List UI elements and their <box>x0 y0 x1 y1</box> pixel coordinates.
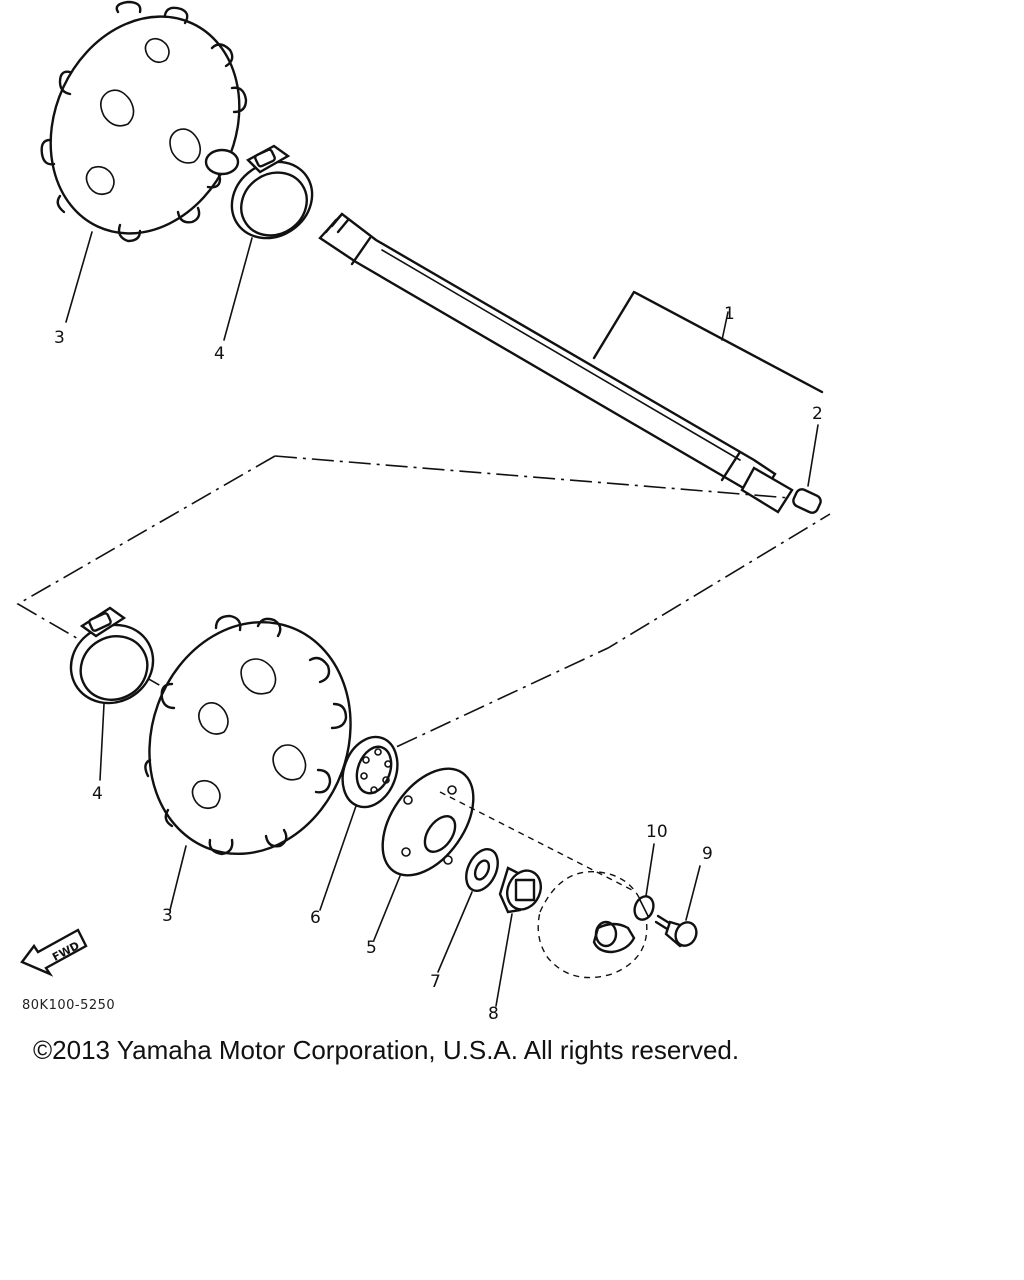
callout-3-sprocket-upper: 3 <box>54 328 65 348</box>
callout-bracket-shaft <box>592 290 824 394</box>
callout-1-shaft: 1 <box>724 304 735 324</box>
hose-clamp-lower <box>69 606 155 705</box>
parts-diagram: FWD <box>16 0 831 1007</box>
leader-line-housing <box>373 875 401 941</box>
lock-washer <box>633 895 655 921</box>
leader-line-clamp-upper <box>223 237 253 341</box>
alignment-line <box>439 791 637 893</box>
callout-5-housing: 5 <box>366 938 377 958</box>
bolt <box>654 914 698 948</box>
callout-7-washer: 7 <box>430 972 441 992</box>
leader-line-clamp-lower <box>99 703 105 781</box>
callout-4-clamp-lower: 4 <box>92 784 103 804</box>
leader-line-plug <box>807 424 819 487</box>
nut <box>498 866 542 914</box>
leader-line-sprocket-lower <box>169 845 187 911</box>
drive-sprocket-upper <box>40 0 248 243</box>
leader-line-bolt <box>685 865 701 921</box>
drive-sprocket-lower <box>144 614 352 856</box>
callout-9-bolt: 9 <box>702 844 713 864</box>
leader-line-sprocket-upper <box>65 231 93 323</box>
leader-line-lock-washer <box>645 843 655 897</box>
shaft-plug <box>792 488 822 514</box>
leader-line-bearing <box>319 805 357 911</box>
callout-10-lock-washer: 10 <box>646 822 668 842</box>
bearing <box>341 735 399 809</box>
callout-6-bearing: 6 <box>310 908 321 928</box>
hose-clamp-upper <box>230 144 314 240</box>
callout-4-clamp-upper: 4 <box>214 344 225 364</box>
forward-arrow-icon: FWD <box>20 928 88 977</box>
hub-plate <box>537 870 648 979</box>
assembly-box-right <box>274 455 791 499</box>
callout-8-nut: 8 <box>488 1004 499 1024</box>
drawing-code: 80K100-5250 <box>22 998 116 1013</box>
copyright-notice: ©2013 Yamaha Motor Corporation, U.S.A. A… <box>33 1035 740 1065</box>
leader-line-shaft <box>721 311 729 341</box>
washer <box>465 848 499 892</box>
leader-line-washer <box>437 891 473 973</box>
leader-line-nut <box>495 913 513 1007</box>
bearing-housing <box>381 767 475 877</box>
callout-2-plug: 2 <box>812 404 823 424</box>
assembly-box <box>16 455 831 779</box>
callout-3-sprocket-lower: 3 <box>162 906 173 926</box>
drive-shaft <box>318 212 794 514</box>
